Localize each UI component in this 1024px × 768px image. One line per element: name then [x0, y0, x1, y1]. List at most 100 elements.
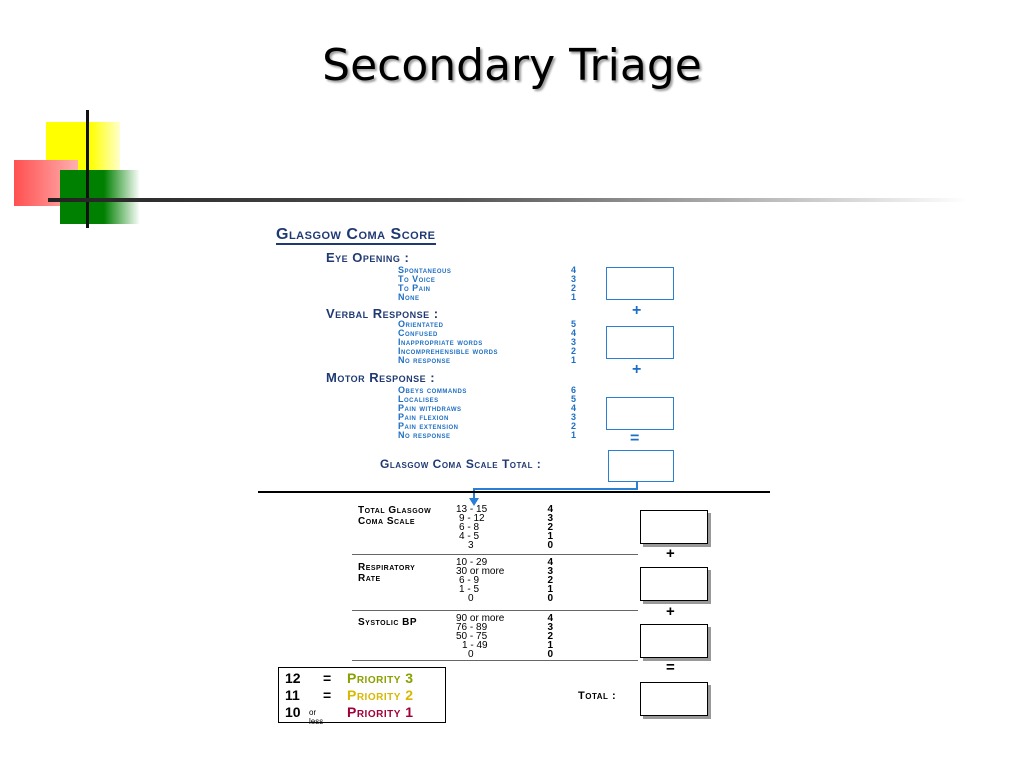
range-value: 1 - 49 — [462, 640, 488, 651]
score-value: 3 — [547, 513, 553, 524]
motor-item: No response — [398, 430, 451, 440]
systolic-bp-score-box[interactable] — [640, 624, 708, 658]
slide-title: Secondary Triage — [322, 40, 702, 91]
gcs-triage-score-box[interactable] — [640, 510, 708, 544]
equals-sign: = — [666, 659, 675, 676]
score-value: 4 — [547, 613, 553, 624]
eye-item: Spontaneous — [398, 265, 452, 275]
total-gcs-label: Total Glasgow — [358, 505, 432, 516]
motor-item: Obeys commands — [398, 385, 467, 395]
range-value: 0 — [468, 593, 474, 604]
range-value: 10 - 29 — [456, 557, 488, 568]
verbal-score-box[interactable] — [606, 326, 674, 359]
plus-sign: + — [666, 603, 675, 620]
motor-score: 1 — [570, 430, 576, 440]
range-value: 4 - 5 — [459, 531, 480, 542]
total-gcs-label-2: Coma Scale — [358, 516, 416, 527]
legend-score: 10 — [285, 704, 301, 720]
score-value: 0 — [547, 649, 553, 660]
motor-score: 4 — [570, 403, 576, 413]
eye-score: 4 — [570, 265, 576, 275]
gcs-total-label: Glasgow Coma Scale Total : — [380, 457, 542, 471]
respiratory-rate-label-2: Rate — [358, 573, 381, 584]
total-label: Total : — [578, 690, 617, 702]
eye-item: None — [398, 292, 420, 302]
range-value: 9 - 12 — [459, 513, 485, 524]
score-value: 1 — [547, 584, 553, 595]
legend-equals: = — [323, 670, 332, 686]
verbal-response-heading: Verbal Response : — [326, 306, 439, 321]
connector-arrow — [469, 482, 638, 506]
range-value: 13 - 15 — [456, 504, 488, 515]
score-value: 2 — [547, 522, 553, 533]
legend-priority: Priority 1 — [347, 704, 414, 720]
verbal-score: 4 — [570, 328, 576, 338]
motor-score-box[interactable] — [606, 397, 674, 430]
eye-score-box[interactable] — [606, 267, 674, 300]
motor-score: 6 — [570, 385, 576, 395]
verbal-item: No response — [398, 355, 451, 365]
score-value: 3 — [547, 622, 553, 633]
range-value: 6 - 8 — [459, 522, 480, 533]
eye-item: To Pain — [398, 283, 431, 293]
score-value: 4 — [547, 557, 553, 568]
motor-item: Pain withdraws — [398, 403, 462, 413]
range-value: 0 — [468, 649, 474, 660]
decor-vertical-line — [86, 110, 89, 228]
range-value: 3 — [468, 540, 474, 551]
section-divider — [258, 491, 770, 493]
motor-score: 5 — [570, 394, 576, 404]
verbal-score: 3 — [570, 337, 576, 347]
score-value: 2 — [547, 575, 553, 586]
equals-sign: = — [630, 430, 640, 447]
decor-horizontal-line — [48, 198, 968, 202]
score-value: 2 — [547, 631, 553, 642]
legend-equals: = — [323, 687, 332, 703]
systolic-bp-label: Systolic BP — [358, 617, 418, 628]
legend-score: 12 — [285, 670, 301, 686]
range-value: 50 - 75 — [456, 631, 488, 642]
range-value: 90 or more — [456, 613, 505, 624]
total-score-box[interactable] — [640, 682, 708, 716]
verbal-item: Incomprehensible words — [398, 346, 499, 356]
eye-item: To Voice — [398, 274, 436, 284]
score-value: 1 — [547, 531, 553, 542]
respiratory-score-box[interactable] — [640, 567, 708, 601]
priority-legend: 12 = Priority 3 11 = Priority 2 10 or le… — [278, 667, 446, 726]
range-value: 6 - 9 — [459, 575, 480, 586]
motor-score: 3 — [570, 412, 576, 422]
verbal-score: 1 — [570, 355, 576, 365]
range-value: 1 - 5 — [459, 584, 480, 595]
verbal-score: 5 — [570, 319, 576, 329]
score-value: 0 — [547, 540, 553, 551]
row-divider — [352, 610, 638, 611]
legend-score: 11 — [285, 687, 300, 703]
motor-response-heading: Motor Response : — [326, 370, 436, 385]
legend-priority: Priority 2 — [347, 687, 414, 703]
eye-score: 3 — [570, 274, 576, 284]
legend-qualifier: or less — [309, 708, 324, 726]
motor-item: Localises — [398, 394, 439, 404]
score-value: 0 — [547, 593, 553, 604]
motor-score: 2 — [570, 421, 576, 431]
row-divider — [352, 554, 638, 555]
eye-score: 2 — [570, 283, 576, 293]
score-value: 3 — [547, 566, 553, 577]
motor-item: Pain extension — [398, 421, 459, 431]
respiratory-rate-label: Respiratory — [358, 562, 416, 573]
eye-score: 1 — [570, 292, 576, 302]
verbal-item: Inappropriate words — [398, 337, 483, 347]
verbal-item: Orientated — [398, 319, 444, 329]
plus-sign: + — [666, 545, 675, 562]
verbal-item: Confused — [398, 328, 438, 338]
plus-sign: + — [632, 302, 642, 319]
row-divider — [352, 660, 638, 661]
range-value: 30 or more — [456, 566, 505, 577]
plus-sign: + — [632, 361, 642, 378]
gcs-title: Glasgow Coma Score — [276, 226, 436, 245]
score-value: 1 — [547, 640, 553, 651]
legend-priority: Priority 3 — [347, 670, 414, 686]
gcs-total-box[interactable] — [608, 450, 674, 482]
eye-opening-heading: Eye Opening : — [326, 250, 410, 265]
range-value: 76 - 89 — [456, 622, 488, 633]
